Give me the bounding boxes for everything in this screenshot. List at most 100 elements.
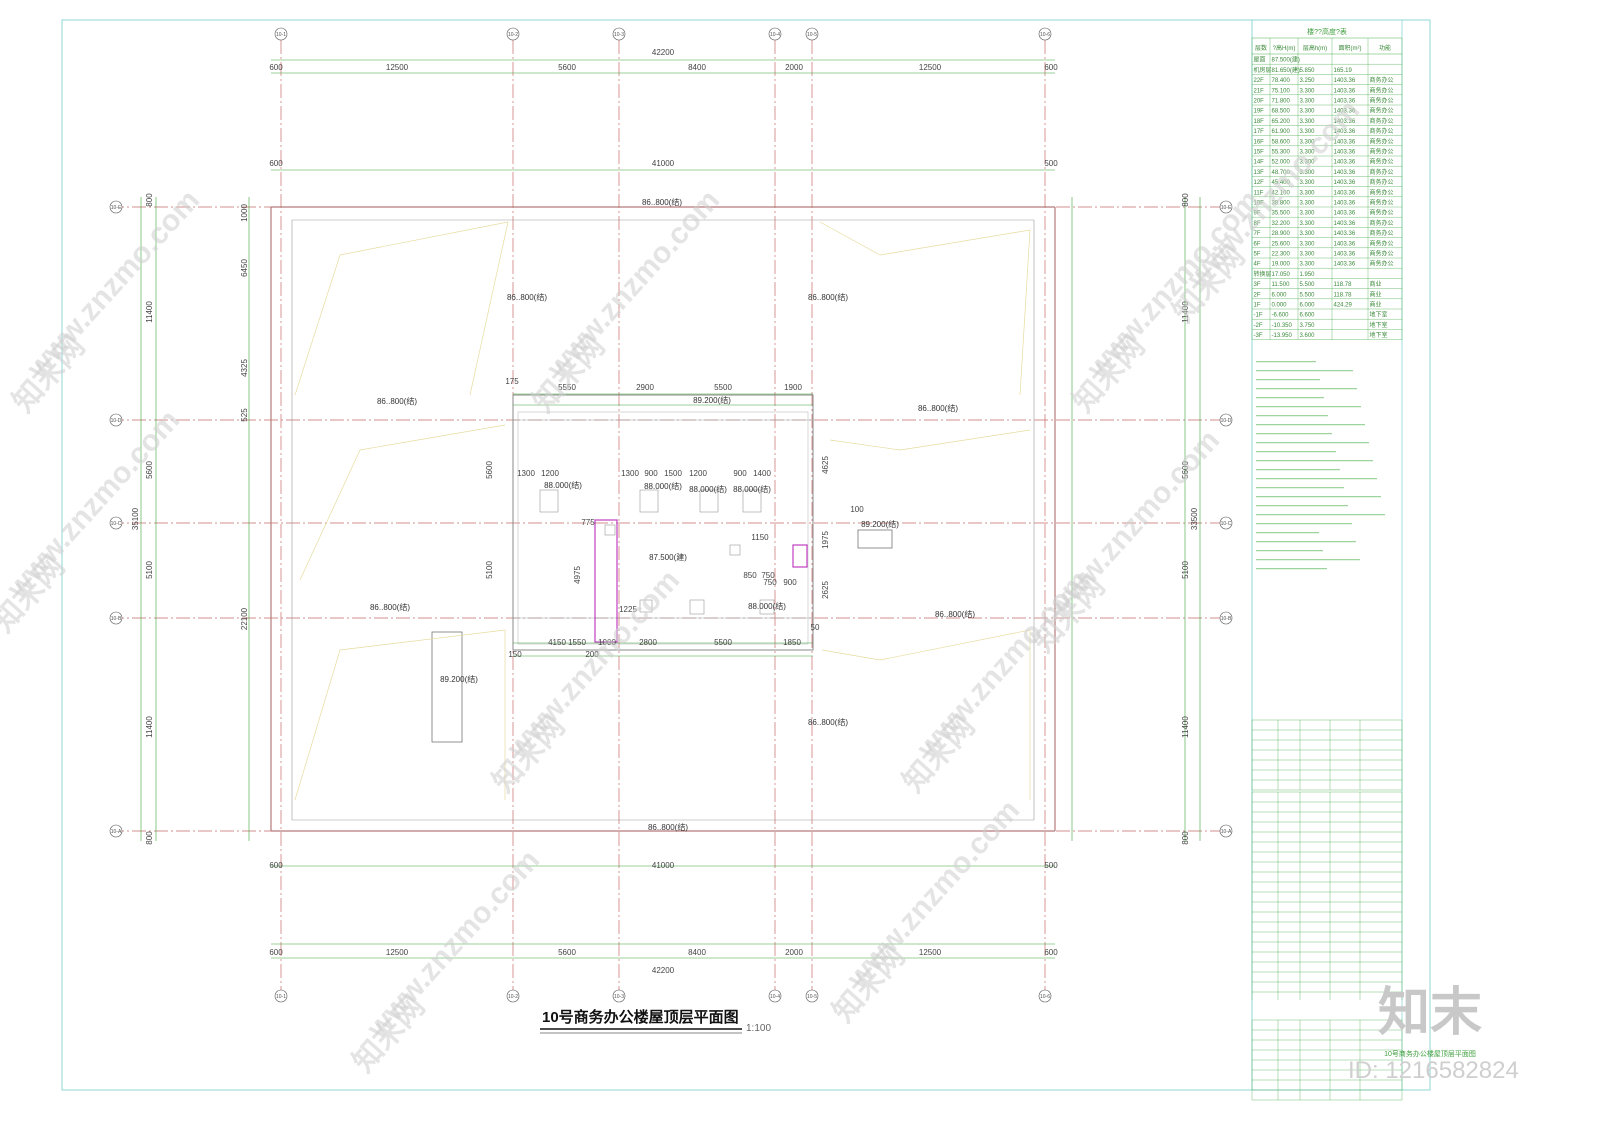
table-cell: 11F xyxy=(1254,190,1264,196)
table-cell: 48.700 xyxy=(1272,170,1291,176)
dim-label: 500 xyxy=(1044,861,1058,870)
slope-line xyxy=(299,449,361,581)
table-cell: 12F xyxy=(1254,180,1265,186)
dim-label: 12500 xyxy=(919,63,942,72)
table-cell: 3.300 xyxy=(1300,180,1316,186)
dim-label: 2900 xyxy=(636,383,654,392)
table-cell: 商务办公 xyxy=(1370,260,1394,268)
table-cell: 1403.36 xyxy=(1334,221,1356,227)
table-cell: 商务办公 xyxy=(1370,127,1394,135)
table-cell: 78.400 xyxy=(1272,78,1291,84)
stair-core-inner xyxy=(517,411,809,645)
level-label: 86..800(结) xyxy=(918,403,958,413)
table-cell: 3.300 xyxy=(1300,170,1316,176)
slope-line xyxy=(359,424,506,451)
roof-opening xyxy=(699,489,719,513)
table-cell: 3F xyxy=(1254,282,1261,288)
level-label: 88.000(结) xyxy=(733,484,771,494)
table-cell: 商业 xyxy=(1370,290,1382,298)
table-cell: 3.300 xyxy=(1300,241,1316,247)
table-cell: 商务办公 xyxy=(1370,229,1394,237)
dim-label: 1900 xyxy=(784,383,802,392)
table-cell: 1403.36 xyxy=(1334,150,1356,156)
dim-label: 1500 xyxy=(664,469,682,478)
axis-bubble xyxy=(1038,989,1052,1003)
table-cell: 3.750 xyxy=(1300,323,1316,329)
level-label: 88.000(结) xyxy=(644,481,682,491)
dim-label: 5500 xyxy=(714,383,732,392)
table-cell: 1403.36 xyxy=(1334,180,1356,186)
level-label: 86..800(结) xyxy=(808,717,848,727)
watermark-brand: 知末网 xyxy=(0,550,71,639)
table-cell: 1403.36 xyxy=(1334,119,1356,125)
dim-label: 4625 xyxy=(821,456,830,474)
axis-label: 10-A xyxy=(1221,829,1232,835)
table-cell: 42.100 xyxy=(1272,190,1291,196)
dim-label: 22100 xyxy=(240,607,249,630)
dim-label: 11400 xyxy=(145,716,154,738)
building-walls xyxy=(270,206,1056,832)
table-cell: 商务办公 xyxy=(1370,188,1394,196)
axis-label: 10-E xyxy=(111,205,122,211)
table-cell: 22.300 xyxy=(1272,252,1291,258)
table-cell: 1403.36 xyxy=(1334,129,1356,135)
table-cell: 81.650(建) xyxy=(1272,66,1300,74)
table-cell: 1403.36 xyxy=(1334,78,1356,84)
table-cell: 10F xyxy=(1254,201,1265,207)
dim-label: 2000 xyxy=(785,948,803,957)
table-cell: 3.300 xyxy=(1300,221,1316,227)
table-cell: 35.500 xyxy=(1272,211,1291,217)
dim-label: 5100 xyxy=(1181,561,1190,579)
drawing-title: 10号商务办公楼屋顶层平面图 xyxy=(542,1008,739,1026)
dim-label: 2625 xyxy=(821,581,830,599)
table-cell: 商务办公 xyxy=(1370,219,1394,227)
dim-label: 12500 xyxy=(919,948,942,957)
slope-line xyxy=(819,221,881,256)
stair-core-outline xyxy=(512,394,814,651)
table-cell: 1403.36 xyxy=(1334,241,1356,247)
axis-label: 10-B xyxy=(111,616,122,622)
level-label: 89.200(结) xyxy=(861,519,899,529)
table-cell: 商务办公 xyxy=(1370,117,1394,125)
slope-line xyxy=(1019,229,1031,396)
axis-bubble xyxy=(1219,413,1233,427)
dim-label: 600 xyxy=(269,63,283,72)
axis-bubble xyxy=(612,27,626,41)
table-cell: 6.000 xyxy=(1300,303,1316,309)
level-label: 88.000(结) xyxy=(689,484,727,494)
dim-label: 750 xyxy=(761,571,775,580)
dim-label: 500 xyxy=(1044,159,1058,168)
dim-label: 8400 xyxy=(688,948,706,957)
axis-label: 10-C xyxy=(111,521,122,527)
machine-room xyxy=(431,631,463,743)
dim-label: 8400 xyxy=(688,63,706,72)
axis-label: 10-E xyxy=(1221,205,1232,211)
dim-label: 12500 xyxy=(386,948,409,957)
slope-line xyxy=(339,221,509,256)
axis-label: 10-5 xyxy=(807,994,817,1000)
table-cell: 11.500 xyxy=(1272,282,1291,288)
table-cell: 1403.36 xyxy=(1334,109,1356,115)
dim-label: 4325 xyxy=(240,359,249,377)
axis-label: 10-D xyxy=(1221,418,1232,424)
roof-opening xyxy=(689,599,705,615)
dim-label: 5500 xyxy=(714,638,732,647)
table-cell: 商务办公 xyxy=(1370,250,1394,258)
dim-label: 5600 xyxy=(558,948,576,957)
slope-line xyxy=(879,229,1031,256)
dim-label: 800 xyxy=(145,193,154,207)
axis-grid: 10-110-110-210-210-310-310-410-410-510-5… xyxy=(109,27,1233,1003)
dim-label: 42200 xyxy=(652,966,675,975)
axis-label: 10-D xyxy=(111,418,122,424)
roof-opening xyxy=(759,599,775,615)
axis-label: 10-2 xyxy=(508,994,518,1000)
table-cell: 商务办公 xyxy=(1370,199,1394,207)
table-cell: 3.600 xyxy=(1300,333,1316,339)
dim-label: 800 xyxy=(1181,193,1190,207)
table-cell: 7F xyxy=(1254,231,1261,237)
table-cell: 1403.36 xyxy=(1334,160,1356,166)
level-label: 89.200(结) xyxy=(440,674,478,684)
table-cell: 屋面 xyxy=(1254,57,1266,64)
table-cell: 32.200 xyxy=(1272,221,1291,227)
